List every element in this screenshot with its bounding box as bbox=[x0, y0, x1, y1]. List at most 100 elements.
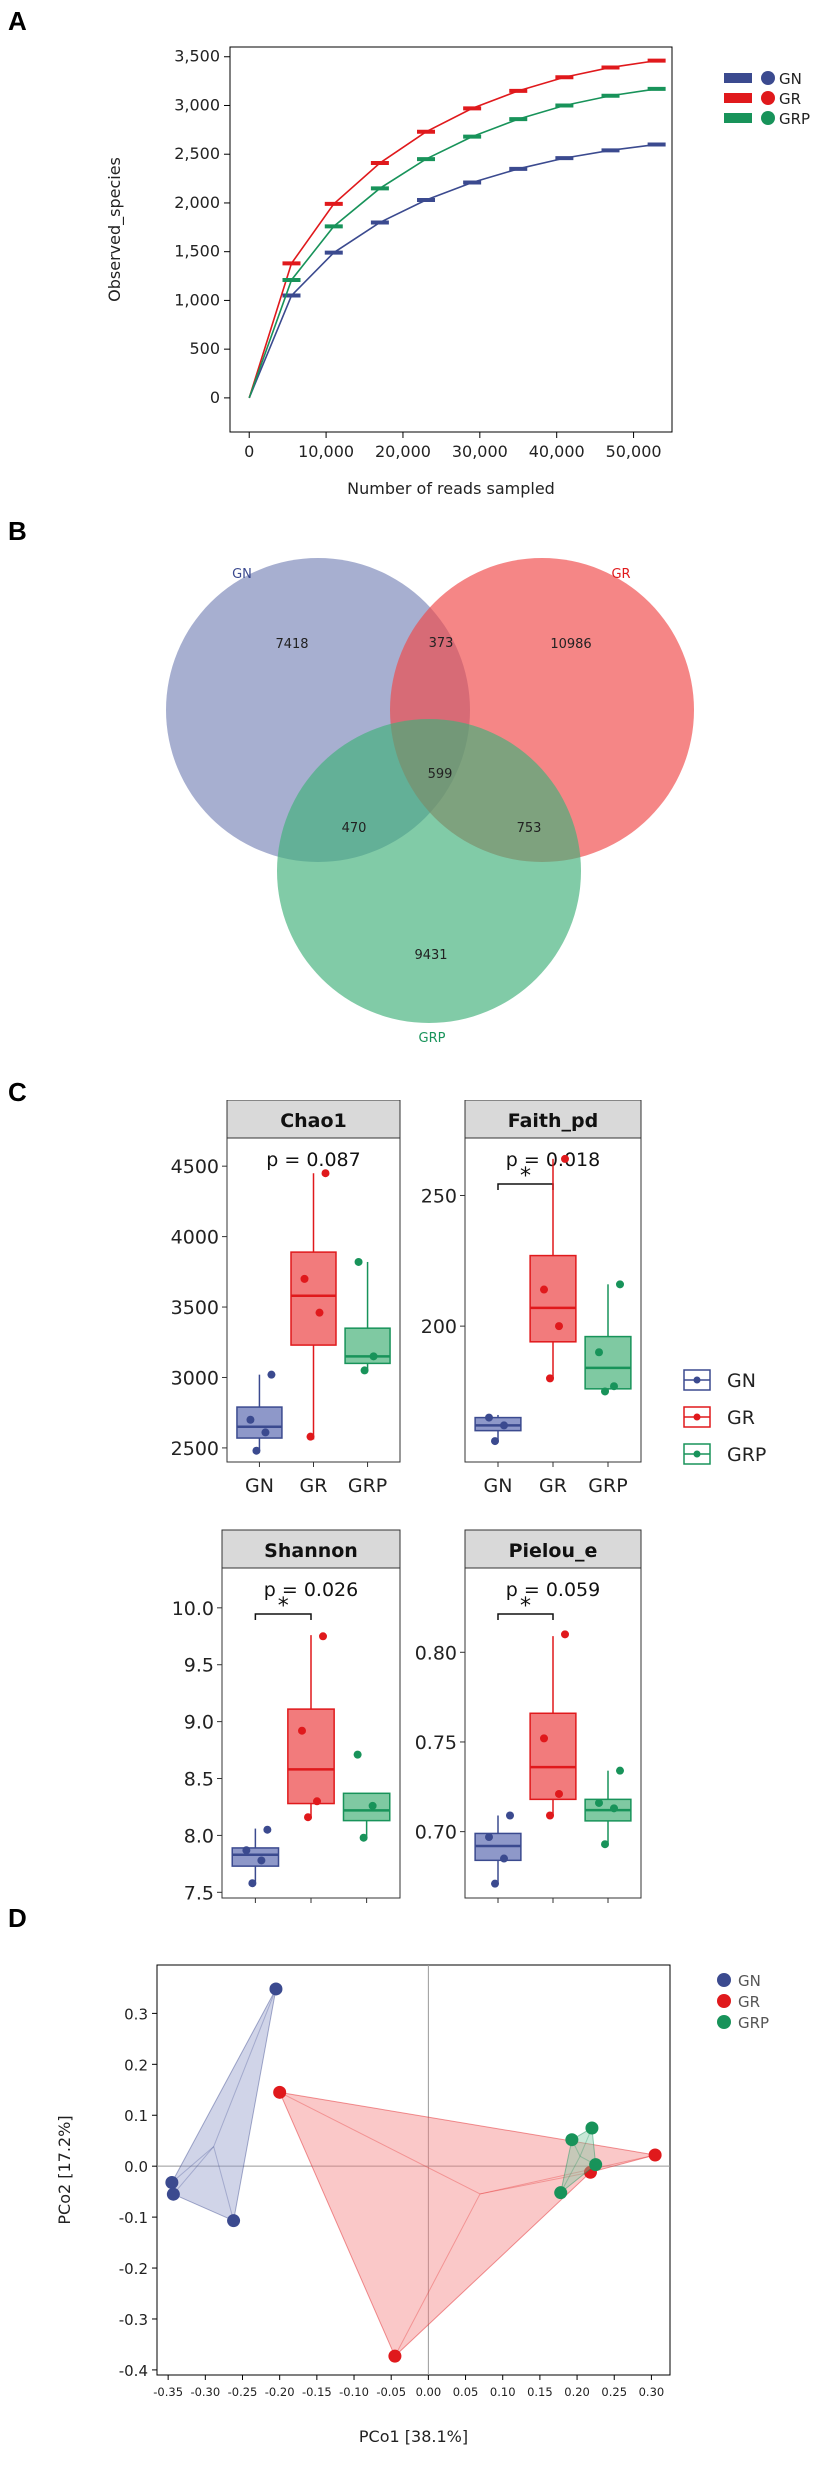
legend-bar-gn bbox=[724, 73, 752, 83]
x-tick-label: 50,000 bbox=[606, 442, 662, 461]
box-gn bbox=[231, 1847, 280, 1867]
box-point-gn bbox=[485, 1833, 493, 1842]
significance-bracket bbox=[254, 1613, 312, 1620]
x-tick-label: -0.10 bbox=[339, 2385, 369, 2399]
p-value-label: p = 0.059 bbox=[506, 1579, 600, 1601]
box-point-gr bbox=[555, 1322, 563, 1331]
box-point-gr bbox=[319, 1632, 327, 1641]
venn-set-label-gn: GN bbox=[232, 567, 252, 582]
legend-dot-grp bbox=[761, 111, 775, 125]
facet-title: Shannon bbox=[264, 1540, 358, 1562]
x-axis-label: PCo1 [38.1%] bbox=[359, 2427, 468, 2446]
box-point-gn bbox=[500, 1854, 508, 1863]
box-point-gn bbox=[261, 1428, 270, 1437]
legend-bar-grp bbox=[724, 113, 752, 123]
box-point-grp bbox=[610, 1804, 618, 1813]
y-tick-label: 3,000 bbox=[174, 95, 220, 114]
box-point-grp bbox=[595, 1348, 603, 1357]
x-tick-label: 40,000 bbox=[529, 442, 585, 461]
x-tick-label: -0.05 bbox=[376, 2385, 406, 2399]
x-tick-label: GR bbox=[300, 1475, 328, 1497]
box-point-grp bbox=[359, 1833, 368, 1842]
panel-label-b: B bbox=[8, 516, 27, 546]
venn-region-grp-only: 9431 bbox=[414, 948, 447, 963]
pcoa-scatter: -0.4-0.3-0.2-0.10.00.10.20.3-0.35-0.30-0… bbox=[55, 1964, 769, 2446]
point-grp bbox=[589, 2158, 603, 2172]
box-point-gr bbox=[321, 1169, 330, 1178]
y-tick-label: -0.2 bbox=[119, 2260, 148, 2278]
x-tick-label: GR bbox=[539, 1475, 567, 1497]
y-axis-label: PCo2 [17.2%] bbox=[55, 2115, 74, 2224]
box-grp bbox=[342, 1792, 391, 1822]
p-value-label: p = 0.026 bbox=[264, 1579, 358, 1601]
box-point-gn bbox=[491, 1437, 499, 1446]
y-tick-label: -0.3 bbox=[119, 2311, 148, 2329]
point-gn bbox=[166, 2187, 180, 2201]
point-gr bbox=[648, 2148, 662, 2162]
legend-label-gr: GR bbox=[727, 1407, 755, 1429]
y-tick-label: 200 bbox=[421, 1316, 457, 1338]
venn-region-all: 599 bbox=[428, 767, 453, 782]
x-tick-label: GRP bbox=[588, 1475, 627, 1497]
box-point-grp bbox=[601, 1840, 609, 1849]
p-value-label: p = 0.087 bbox=[266, 1149, 360, 1171]
y-tick-label: 0.1 bbox=[124, 2107, 148, 2125]
y-tick-label: 8.0 bbox=[184, 1825, 214, 1847]
y-tick-label: 2500 bbox=[171, 1438, 219, 1460]
x-axis-label: Number of reads sampled bbox=[347, 479, 555, 498]
box-point-gr bbox=[561, 1154, 569, 1163]
y-tick-label: 3500 bbox=[171, 1297, 219, 1319]
box-point-gn bbox=[263, 1825, 272, 1834]
point-grp bbox=[554, 2186, 568, 2200]
legend-key-dot-gn bbox=[693, 1376, 701, 1384]
y-tick-label: 2,000 bbox=[174, 193, 220, 212]
hull-spoke-gn bbox=[172, 2146, 215, 2195]
panel-label-a: A bbox=[8, 6, 27, 36]
hull-spoke-gn bbox=[213, 1988, 277, 2147]
x-tick-label: -0.35 bbox=[153, 2385, 183, 2399]
legend-label-gn: GN bbox=[738, 1972, 761, 1990]
legend-dot-gr bbox=[761, 91, 775, 105]
y-axis-label: Observed_species bbox=[105, 157, 125, 302]
legend-dot-gn bbox=[761, 71, 775, 85]
point-grp bbox=[565, 2133, 579, 2147]
series-line-gn bbox=[248, 143, 657, 399]
hull-spoke-gr bbox=[394, 2193, 481, 2357]
x-tick-label: GN bbox=[484, 1475, 513, 1497]
x-tick-label: 10,000 bbox=[298, 442, 354, 461]
y-tick-label: 0.75 bbox=[415, 1732, 457, 1754]
x-tick-label: -0.20 bbox=[265, 2385, 295, 2399]
box-point-gr bbox=[315, 1308, 324, 1317]
hull-spoke-gn bbox=[171, 2146, 215, 2183]
venn-region-gn-only: 7418 bbox=[275, 637, 308, 652]
box-point-grp bbox=[616, 1766, 624, 1775]
x-tick-label: 0.00 bbox=[416, 2385, 442, 2399]
significance-star: * bbox=[278, 1594, 289, 1619]
box-point-grp bbox=[368, 1801, 377, 1810]
box-gr bbox=[287, 1708, 335, 1805]
x-tick-label: 0.05 bbox=[453, 2385, 479, 2399]
box-point-grp bbox=[601, 1387, 609, 1396]
point-gr bbox=[273, 2085, 287, 2099]
box-point-gn bbox=[257, 1856, 266, 1865]
facet-title: Pielou_e bbox=[509, 1540, 598, 1562]
box-point-gn bbox=[267, 1370, 276, 1379]
y-tick-label: 3000 bbox=[171, 1367, 219, 1389]
y-tick-label: 1,500 bbox=[174, 242, 220, 261]
box-point-gn bbox=[491, 1879, 499, 1888]
box-point-grp bbox=[354, 1257, 363, 1266]
y-tick-label: 4000 bbox=[171, 1227, 219, 1249]
x-tick-label: -0.25 bbox=[228, 2385, 258, 2399]
y-tick-label: 0.2 bbox=[124, 2056, 148, 2074]
series-line-grp bbox=[248, 88, 657, 399]
y-tick-label: 7.5 bbox=[184, 1882, 214, 1904]
box-point-gr bbox=[540, 1285, 548, 1294]
box-point-gr bbox=[546, 1374, 554, 1383]
y-tick-label: 3,500 bbox=[174, 47, 220, 66]
point-grp bbox=[585, 2121, 599, 2135]
point-gn bbox=[227, 2214, 241, 2228]
box-gn bbox=[236, 1406, 283, 1439]
y-tick-label: 0 bbox=[210, 388, 220, 407]
hull-spoke-grp bbox=[560, 2156, 581, 2193]
box-point-gn bbox=[242, 1846, 251, 1855]
